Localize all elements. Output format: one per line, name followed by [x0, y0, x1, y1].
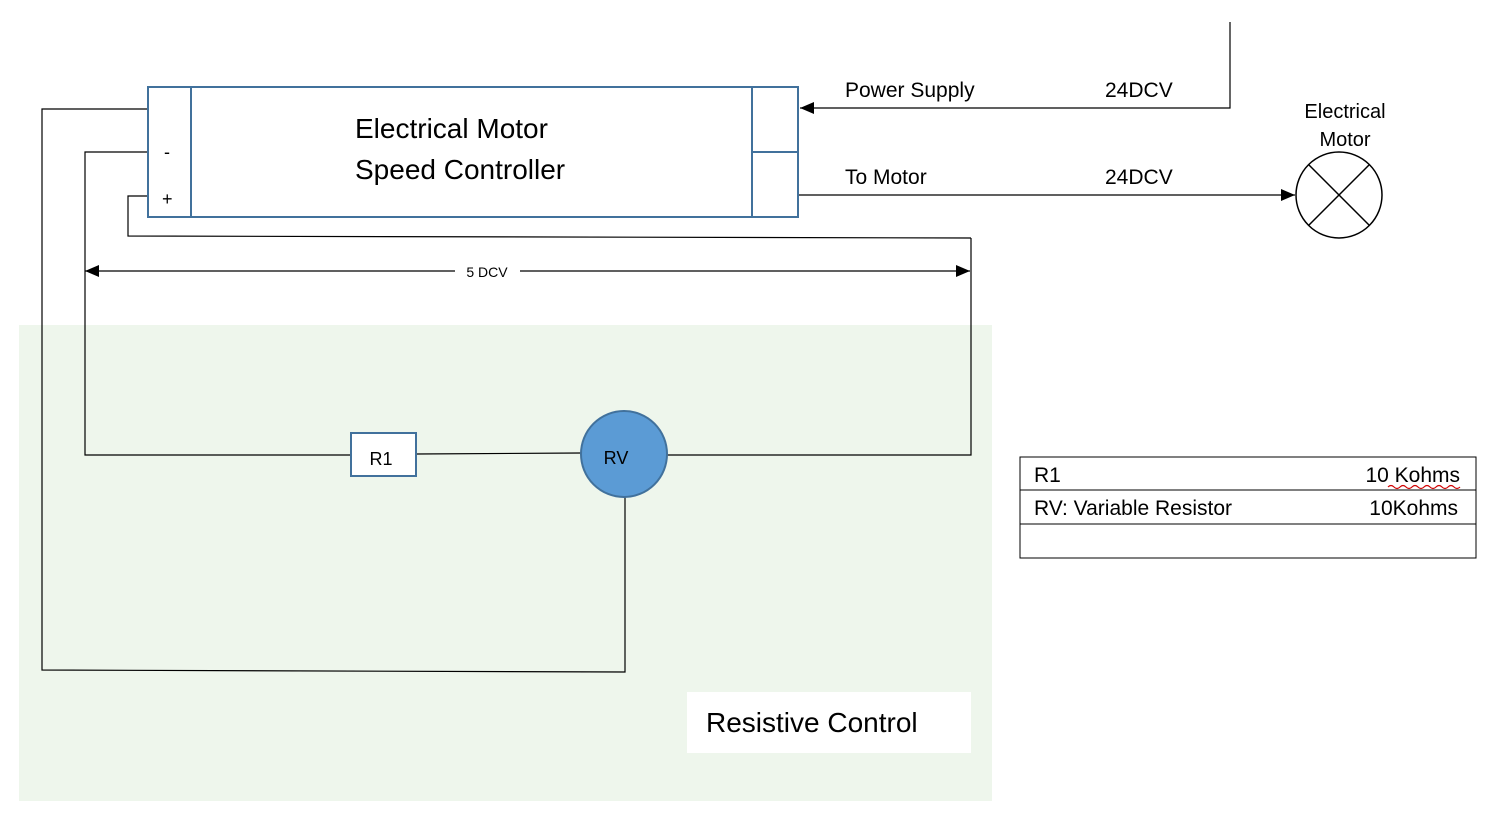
- terminal-plus-label: +: [162, 189, 173, 209]
- power-supply-voltage: 24DCV: [1105, 79, 1173, 102]
- to-motor-label: To Motor: [845, 166, 927, 189]
- terminal-minus-label: -: [164, 142, 170, 162]
- power-supply-wire: [800, 22, 1231, 114]
- to-motor-voltage: 24DCV: [1105, 166, 1173, 189]
- controller-title-line2: Speed Controller: [355, 154, 565, 185]
- minus-terminal-wire: [84, 151, 351, 456]
- legend-outline: [1019, 456, 1477, 559]
- electrical-motor: Electrical Motor: [1295, 101, 1386, 239]
- rv-circle: [580, 410, 668, 498]
- plus-terminal-wire: [127, 195, 972, 239]
- controller-title-line1: Electrical Motor: [355, 113, 548, 144]
- motor-label-line2: Motor: [1319, 129, 1370, 151]
- wires: [41, 22, 1295, 673]
- r1-label: R1: [369, 449, 392, 469]
- legend-row-name: R1: [1034, 464, 1061, 487]
- variable-resistor-rv: RV: [580, 410, 668, 498]
- resistive-control-label: Resistive Control: [706, 707, 918, 738]
- rv-right-wire: [667, 238, 972, 456]
- rv-label: RV: [604, 448, 629, 468]
- power-supply-label: Power Supply: [845, 79, 975, 102]
- legend-row-value: 10 Kohms: [1365, 464, 1460, 487]
- r1-rv-wire: [415, 452, 582, 455]
- resistive-control-label-box: [687, 692, 971, 753]
- controller-outline: [147, 86, 799, 218]
- motor-cross-b: [1308, 164, 1370, 226]
- spellcheck-underline: [1387, 484, 1461, 490]
- motor-label-line1: Electrical: [1304, 101, 1385, 123]
- speed-controller: Electrical Motor Speed Controller - +: [147, 86, 799, 218]
- legend-row-value: 10Kohms: [1369, 497, 1458, 520]
- control-voltage-label: 5 DCV: [466, 264, 508, 280]
- legend-row-name: RV: Variable Resistor: [1034, 497, 1232, 520]
- wiper-return-wire: [41, 108, 626, 673]
- r1-box: [350, 432, 417, 477]
- resistor-r1: R1: [350, 432, 417, 477]
- legend-table: R1 10 Kohms RV: Variable Resistor 10Kohm…: [1019, 456, 1477, 559]
